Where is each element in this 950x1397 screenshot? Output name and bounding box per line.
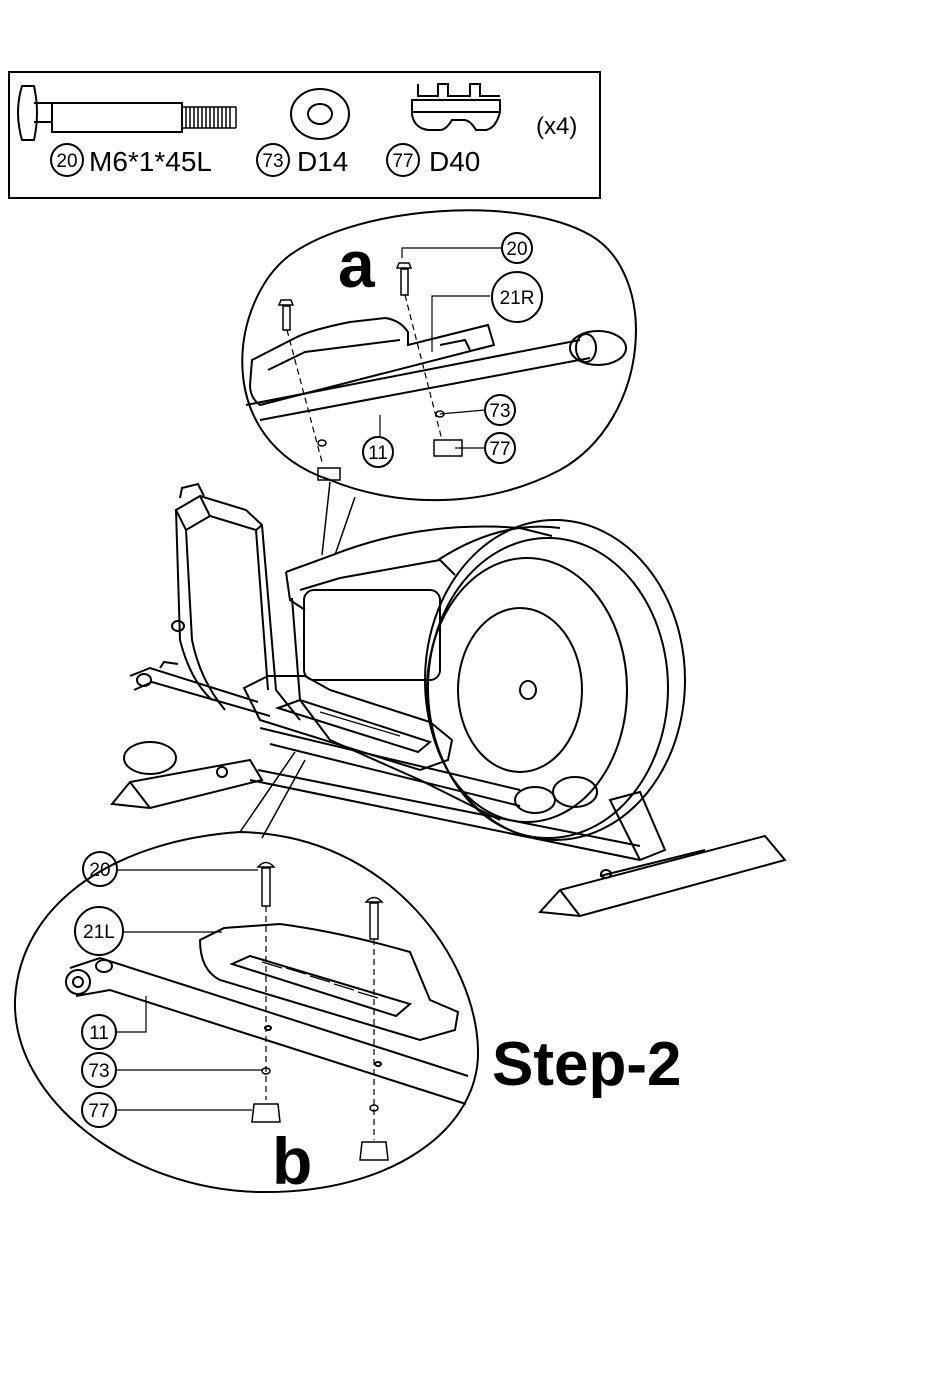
washer-icon <box>291 89 349 139</box>
detail-b: b <box>15 752 478 1198</box>
elliptical-machine <box>112 484 785 916</box>
callout-77: 77 <box>485 433 515 463</box>
carriage-bolt-icon <box>258 863 274 907</box>
pedal-21l <box>200 924 458 1040</box>
callout-label: 77 <box>392 151 413 172</box>
parts-box: 20 M6*1*45L 73 D14 77 D40 (x4) <box>9 72 600 198</box>
callout-label: 20 <box>89 860 110 881</box>
callout-20: 20 <box>502 233 532 263</box>
carriage-bolt-icon <box>366 898 382 940</box>
detail-letter-a: a <box>338 227 376 301</box>
callout-21r: 21R <box>492 272 542 322</box>
part-spec-20: M6*1*45L <box>89 146 212 177</box>
callout-label: 73 <box>262 151 283 172</box>
callout-11: 11 <box>82 1015 116 1049</box>
callout-label: 20 <box>56 151 77 172</box>
callout-label: 73 <box>88 1061 109 1082</box>
part-number-73: 73 <box>257 144 289 176</box>
callout-11: 11 <box>363 437 393 467</box>
pedal-arm-11 <box>246 331 626 420</box>
callout-77: 77 <box>82 1093 116 1127</box>
part-spec-73: D14 <box>297 146 348 177</box>
part-spec-77: D40 <box>429 146 480 177</box>
carriage-bolt-icon <box>279 300 293 330</box>
part-number-77: 77 <box>387 144 419 176</box>
carriage-bolt-icon <box>397 263 411 295</box>
callout-label: 21R <box>500 288 535 309</box>
detail-letter-b: b <box>272 1124 312 1198</box>
callout-21l: 21L <box>75 907 123 955</box>
quantity-label: (x4) <box>536 113 577 140</box>
knob-nut-icon <box>412 84 500 130</box>
pedal-arm-11 <box>66 958 468 1104</box>
part-number-20: 20 <box>51 144 83 176</box>
callout-label: 21L <box>83 922 115 943</box>
callout-label: 11 <box>368 443 388 464</box>
callout-73: 73 <box>82 1053 116 1087</box>
callout-20: 20 <box>83 852 117 886</box>
detail-a: a <box>242 210 636 555</box>
callout-73: 73 <box>485 395 515 425</box>
callout-label: 11 <box>89 1023 109 1044</box>
carriage-bolt-icon <box>18 86 236 140</box>
callout-label: 77 <box>88 1101 109 1122</box>
pedal-21r <box>250 318 494 405</box>
callout-label: 73 <box>489 401 510 422</box>
callout-label: 20 <box>506 239 527 260</box>
step-title: Step-2 <box>492 1030 681 1099</box>
callout-label: 77 <box>489 439 510 460</box>
rear-stabilizer <box>112 742 262 808</box>
